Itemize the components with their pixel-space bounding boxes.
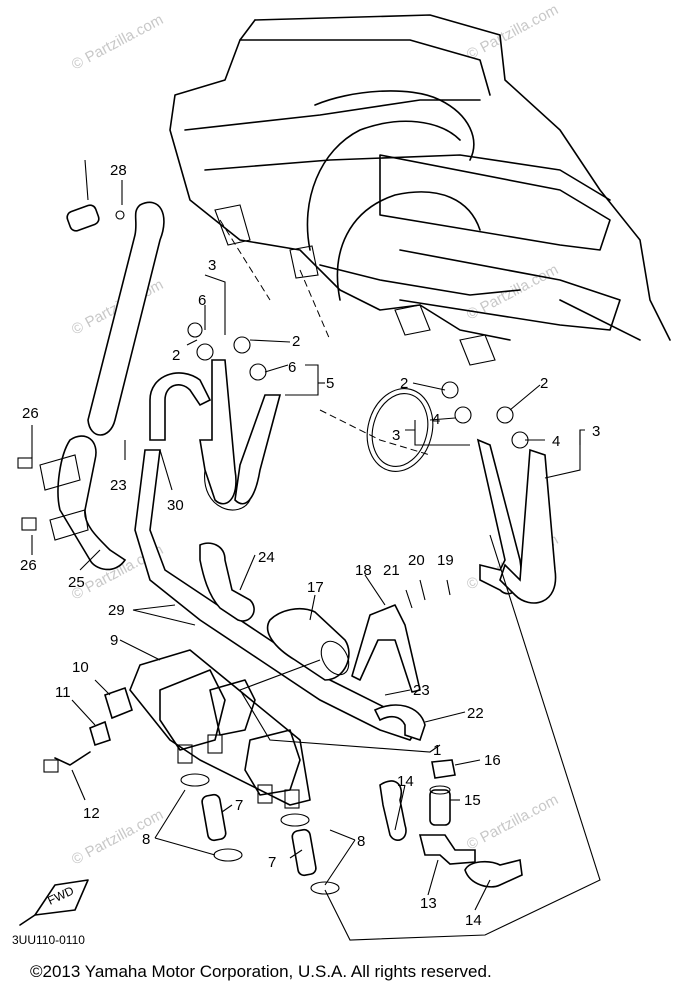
callout-24: 24 <box>258 549 275 566</box>
callout-2: 2 <box>400 375 408 392</box>
callout-10: 10 <box>72 659 89 676</box>
callout-7: 7 <box>235 797 243 814</box>
callout-4: 4 <box>432 411 440 428</box>
callout-3: 3 <box>208 257 216 274</box>
callout-8: 8 <box>142 831 150 848</box>
callout-14: 14 <box>397 773 414 790</box>
leader-lines <box>31 180 601 941</box>
callout-23: 23 <box>110 477 127 494</box>
callout-21: 21 <box>383 562 400 579</box>
hose-7-8 <box>180 773 340 895</box>
callout-6: 6 <box>198 292 206 309</box>
callout-11: 11 <box>55 684 71 701</box>
callout-12: 12 <box>83 805 100 822</box>
callout-6: 6 <box>288 359 296 376</box>
callout-2: 2 <box>172 347 180 364</box>
callout-3: 3 <box>592 423 600 440</box>
callout-26: 26 <box>22 405 39 422</box>
callout-28: 28 <box>110 162 127 179</box>
callout-15: 15 <box>464 792 481 809</box>
pipe-assembly-5 <box>187 322 282 511</box>
callout-14: 14 <box>465 912 482 929</box>
air-cut-valve-17 <box>266 608 350 681</box>
watermark-text: © Partzilla.com <box>464 1 561 63</box>
bracket-18 <box>351 604 421 693</box>
callout-20: 20 <box>408 552 425 569</box>
callout-25: 25 <box>68 574 85 591</box>
diagram-code: 3UU110-0110 <box>12 933 85 947</box>
callout-2: 2 <box>292 333 300 350</box>
callout-9: 9 <box>110 632 118 649</box>
callout-labels: 28 3 6 2 2 6 5 2 2 4 3 4 3 26 23 30 26 2… <box>20 162 600 929</box>
callout-23: 23 <box>413 682 430 699</box>
callout-29: 29 <box>108 602 125 619</box>
callout-19: 19 <box>437 552 454 569</box>
fittings-10-11-12 <box>43 686 133 773</box>
hose-30 <box>134 372 422 741</box>
callout-4: 4 <box>552 433 560 450</box>
callout-18: 18 <box>355 562 372 579</box>
breather-hose-left <box>66 159 165 436</box>
hose-22 <box>373 704 426 742</box>
callout-1: 1 <box>433 742 441 759</box>
callout-8: 8 <box>357 833 365 850</box>
callout-13: 13 <box>420 895 437 912</box>
reed-valve-9 <box>129 649 311 809</box>
callout-2: 2 <box>540 375 548 392</box>
callout-5: 5 <box>326 375 334 392</box>
callout-16: 16 <box>484 752 501 769</box>
callout-22: 22 <box>467 705 484 722</box>
engine-head <box>169 14 671 456</box>
fwd-arrow: FWD <box>19 879 89 926</box>
fwd-label: FWD <box>45 883 76 907</box>
callout-7: 7 <box>268 854 276 871</box>
callout-26: 26 <box>20 557 37 574</box>
hose-25 <box>17 435 127 571</box>
hose-24 <box>199 542 255 622</box>
callout-3: 3 <box>392 427 400 444</box>
callout-17: 17 <box>307 579 324 596</box>
callout-30: 30 <box>167 497 184 514</box>
watermark-text: © Partzilla.com <box>69 11 166 73</box>
hose-13-14-15-16 <box>379 759 523 888</box>
pipe-assembly-3 <box>366 299 641 604</box>
watermarks: © Partzilla.com © Partzilla.com © Partzi… <box>69 1 561 868</box>
copyright-notice: ©2013 Yamaha Motor Corporation, U.S.A. A… <box>30 962 492 981</box>
